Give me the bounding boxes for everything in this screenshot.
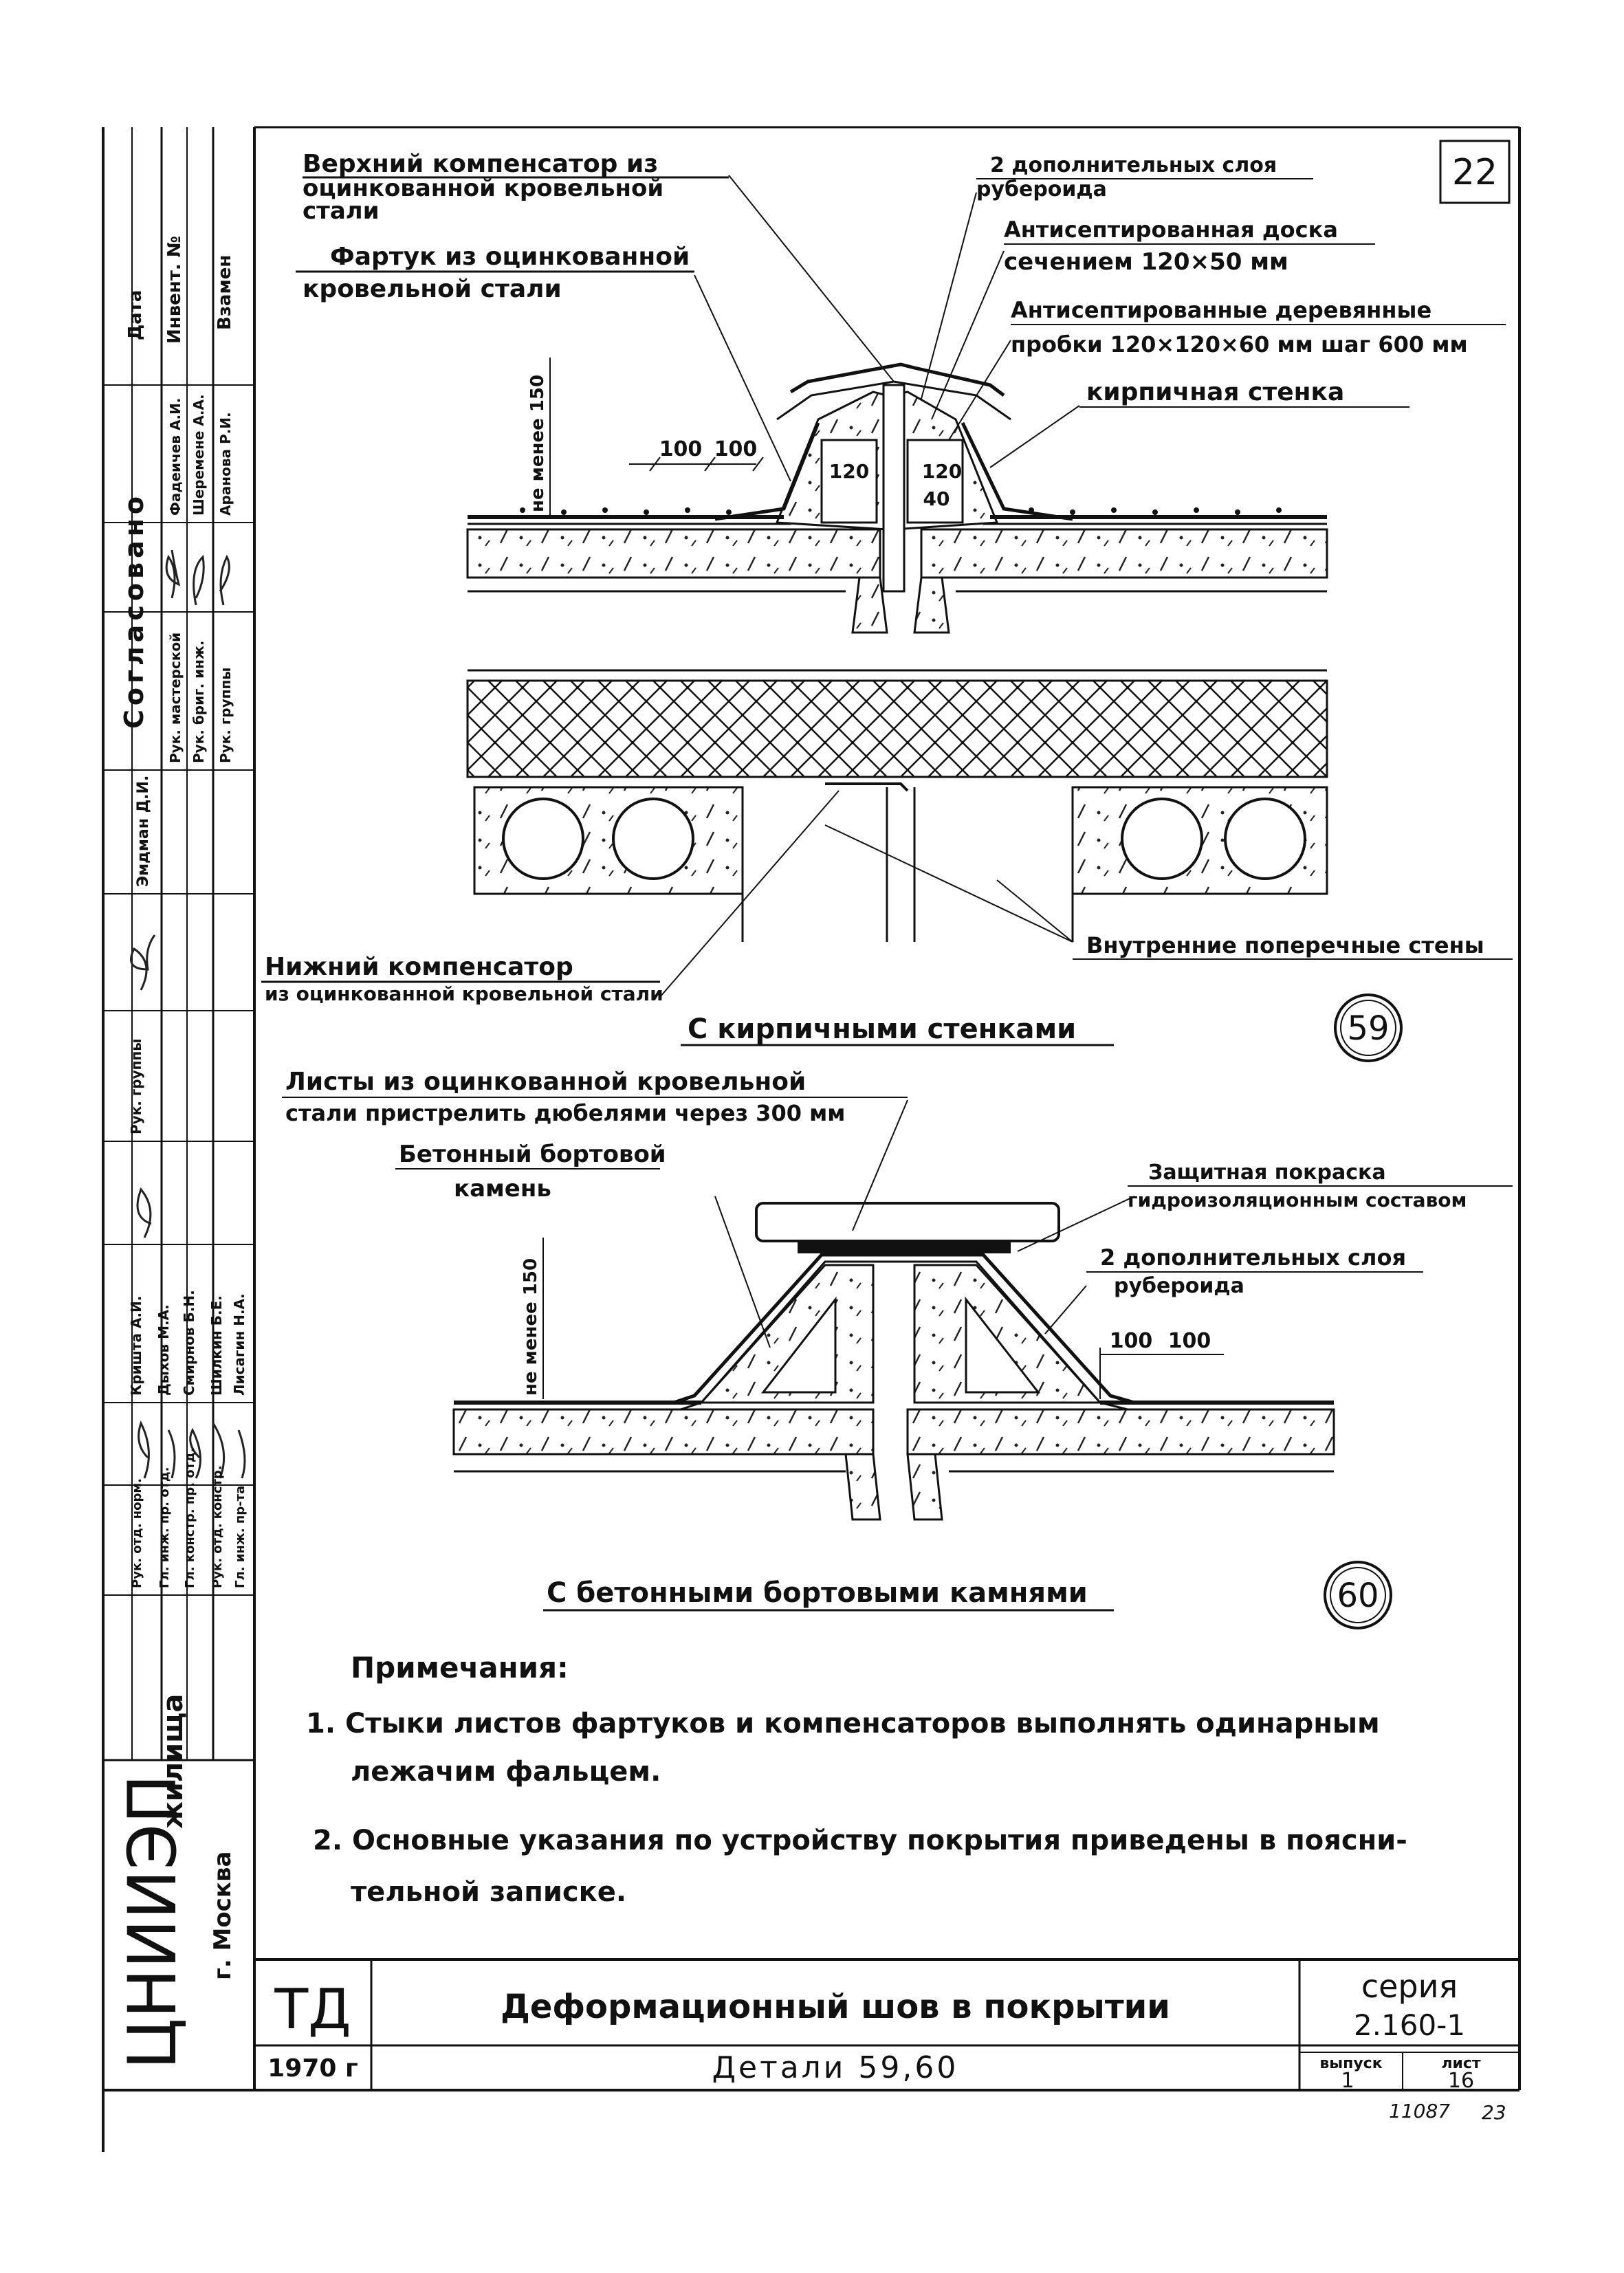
detail60-curb-line1: Бетонный бортовой: [399, 1141, 666, 1168]
signature-mark: [189, 1427, 201, 1479]
detail59-lower-compensator-line1: Нижний компенсатор: [265, 953, 573, 981]
detail59-upper-compensator-line2: оцинкованной кровельной: [303, 175, 663, 202]
signature-mark: [136, 1187, 152, 1238]
sheet-number-box: 22: [1439, 140, 1511, 204]
detail60-roofing-layers-line2: рубероида: [1114, 1274, 1244, 1298]
title-block: ТД 1970 г Деформационный шов в покрытии …: [254, 1958, 1519, 2124]
stamp-row-name-1: Кришта А.И.: [128, 1296, 144, 1396]
detail60-caption: С бетонными бортовыми камнями: [547, 1577, 1088, 1609]
sheet-number: 22: [1452, 152, 1497, 193]
stamp-agreed-role-2: Рук. бриг. инж.: [190, 641, 207, 763]
stamp-row-role-1: Рук. группы: [128, 1039, 144, 1134]
stamp-row-name-5: Лисагин Н.А.: [231, 1293, 248, 1396]
detail59-lower-compensator-line2: из оцинкованной кровельной стали: [265, 982, 663, 1005]
detail59-dim-40: 40: [923, 487, 950, 510]
series-value: 2.160-1: [1354, 2008, 1465, 2042]
detail-60: 100 100 не менее 150 Листы из оцинкованн…: [282, 1068, 1513, 1629]
detail60-protective-line1: Защитная покраска: [1148, 1161, 1386, 1185]
side-stamp: Дата Инвент. № Взамен Согласовано Рук. м…: [103, 127, 254, 2069]
stamp-author: Эмдман Д.И.: [135, 776, 152, 887]
signature-mark: [165, 549, 181, 599]
detail59-number: 59: [1347, 1009, 1389, 1048]
stamp-row-name-2: Дыхов М.А.: [155, 1304, 172, 1396]
detail59-board-line2: сечением 120×50 мм: [1004, 248, 1288, 276]
detail59-inner-walls-label: Внутренние поперечные стены: [1086, 932, 1484, 958]
detail59-dim-100-b: 100: [714, 437, 758, 461]
sheet-frame: [102, 126, 1521, 2152]
title-code: ТД: [274, 1977, 351, 2041]
detail59-caption: С кирпичными стенками: [688, 1013, 1076, 1045]
issue-label: выпуск: [1319, 2055, 1382, 2072]
stamp-agreed-name-2: Шеремене А.А.: [190, 394, 207, 516]
note-2-line1: 2. Основные указания по устройству покры…: [313, 1825, 1407, 1856]
stamp-role-3: Гл. констр. пр. отд.: [183, 1448, 197, 1588]
title-subtitle: Детали 59,60: [712, 2050, 959, 2085]
detail59-upper-compensator-line3: стали: [303, 197, 380, 225]
stamp-replaces-header: Взамен: [215, 255, 235, 330]
sheet-value: 16: [1448, 2069, 1474, 2093]
stamp-role-4: Рук. отд. констр.: [210, 1465, 225, 1588]
stamp-row-name-3: Смирнов Б.Н.: [181, 1290, 197, 1396]
note-2-line2: тельной записке.: [351, 1876, 626, 1908]
signature-mark: [138, 1420, 150, 1479]
detail59-roofing-layers-line1: 2 дополнительных слоя: [990, 153, 1277, 177]
detail-59: 100 100 120 120 40 не менее 150 Верхний …: [261, 150, 1513, 1062]
org-subname: жилища: [157, 1694, 189, 1829]
detail60-min-height: не менее 150: [520, 1258, 541, 1396]
detail59-plugs-line1: Антисептированные деревянные: [1011, 297, 1431, 323]
title-year: 1970 г: [267, 2054, 358, 2083]
title-main: Деформационный шов в покрытии: [501, 1988, 1170, 2026]
detail59-brick-wall-label: кирпичная стенка: [1086, 378, 1344, 406]
stamp-role-1: Рук. отд. норм.: [130, 1478, 144, 1588]
detail60-dim-100-b: 100: [1168, 1329, 1211, 1353]
detail59-board-line1: Антисептированная доска: [1004, 217, 1338, 243]
stamp-row-name-4: Шилкин Б.Е.: [208, 1295, 225, 1396]
detail60-curb-line2: камень: [454, 1175, 551, 1203]
note-1-line2: лежачим фальцем.: [351, 1756, 661, 1788]
detail59-apron-line2: кровельной стали: [303, 275, 562, 303]
detail60-number: 60: [1337, 1577, 1379, 1615]
notes-heading: Примечания:: [351, 1651, 569, 1684]
signature-mark: [212, 1423, 226, 1479]
detail59-min-height: не менее 150: [527, 375, 548, 512]
sheet-label: лист: [1441, 2055, 1481, 2072]
detail59-dim-100-a: 100: [659, 437, 703, 461]
signature-mark: [167, 1429, 176, 1479]
signature-mark: [219, 554, 230, 606]
detail60-roofing-layers-line1: 2 дополнительных слоя: [1100, 1244, 1406, 1271]
stamp-agreed-role-1: Рук. мастерской: [167, 633, 184, 763]
detail59-dim-120-a: 120: [829, 460, 869, 483]
stamp-date-header: Дата: [125, 290, 146, 340]
series-label: серия: [1361, 1968, 1458, 2005]
detail60-sheets-line1: Листы из оцинкованной кровельной: [285, 1068, 806, 1096]
stamp-agreed-name-1: Фадеичев А.И.: [167, 398, 184, 516]
notes: Примечания: 1. Стыки листов фартуков и к…: [306, 1651, 1407, 1908]
signature-mark: [193, 554, 205, 606]
signature-mark: [130, 934, 156, 991]
archive-number: 11087: [1389, 2100, 1450, 2122]
stamp-inventory-header: Инвент. №: [164, 236, 185, 344]
org-logo: ЦНИИЭП: [114, 1774, 191, 2069]
detail59-apron-line1: Фартук из оцинкованной: [330, 243, 690, 271]
stamp-role-5: Гл. инж. пр-та: [233, 1486, 248, 1588]
detail60-dim-100-a: 100: [1110, 1329, 1153, 1353]
detail59-roofing-layers-line2: рубероида: [976, 177, 1107, 201]
org-city: г. Москва: [209, 1852, 237, 1980]
signature-mark: [237, 1429, 246, 1479]
detail59-plugs-line2: пробки 120×120×60 мм шаг 600 мм: [1011, 331, 1468, 358]
detail59-upper-compensator-line1: Верхний компенсатор из: [303, 150, 658, 178]
note-1-line1: 1. Стыки листов фартуков и компенсаторов…: [306, 1708, 1380, 1739]
page-number: 23: [1482, 2101, 1506, 2124]
detail60-sheets-line2: стали пристрелить дюбелями через 300 мм: [285, 1100, 845, 1126]
stamp-agreed-label: Согласовано: [119, 492, 149, 729]
stamp-role-2: Гл. инж. пр. отд.: [157, 1467, 172, 1588]
stamp-agreed-role-3: Рук. группы: [217, 668, 234, 763]
detail59-dim-120-b: 120: [922, 460, 962, 483]
stamp-agreed-name-3: Аранова Р.И.: [217, 412, 234, 516]
issue-value: 1: [1341, 2069, 1354, 2093]
detail60-protective-line2: гидроизоляционным составом: [1128, 1189, 1467, 1211]
